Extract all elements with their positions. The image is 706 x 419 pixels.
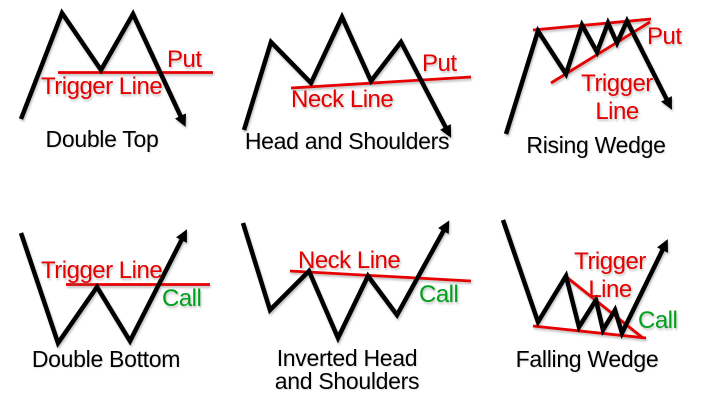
double-top-price-path [18,8,186,127]
falling-wedge-trigger-line [563,273,644,340]
head-and-shoulders-caption: Head and Shoulders [244,128,450,154]
double-top-line-label: Trigger Line [41,73,163,100]
double-bottom-line-label: Trigger Line [41,257,163,284]
falling-wedge-line-label: Trigger Line [574,248,646,304]
head-and-shoulders-price-path [241,11,452,138]
rising-wedge-signal-label: Put [647,23,682,50]
double-top-signal-label: Put [167,46,202,73]
double-top-caption: Double Top [45,126,159,152]
head-and-shoulders-line-label: Neck Line [291,86,394,113]
rising-wedge-upper-line [532,17,652,32]
double-bottom-caption: Double Bottom [31,346,181,372]
inverted-head-and-shoulders-price-path [240,220,450,344]
falling-wedge-caption: Falling Wedge [515,346,659,372]
head-and-shoulders-signal-label: Put [422,50,457,77]
rising-wedge-price-path [503,15,672,135]
inverted-head-and-shoulders-line-label: Neck Line [298,247,401,274]
double-bottom-signal-label: Call [162,285,202,312]
falling-wedge-price-path [500,219,668,340]
rising-wedge-line-label: Trigger Line [581,70,653,126]
double-bottom-price-path [18,229,187,348]
inverted-head-and-shoulders-caption: Inverted Head and Shoulders [274,345,420,394]
falling-wedge-signal-label: Call [638,307,678,334]
head-and-shoulders-neck-line [290,75,472,90]
inverted-head-and-shoulders-signal-label: Call [419,281,459,308]
rising-wedge-caption: Rising Wedge [526,132,666,158]
inverted-head-and-shoulders-neck-line [289,269,472,283]
falling-wedge-lower-line [532,324,647,340]
